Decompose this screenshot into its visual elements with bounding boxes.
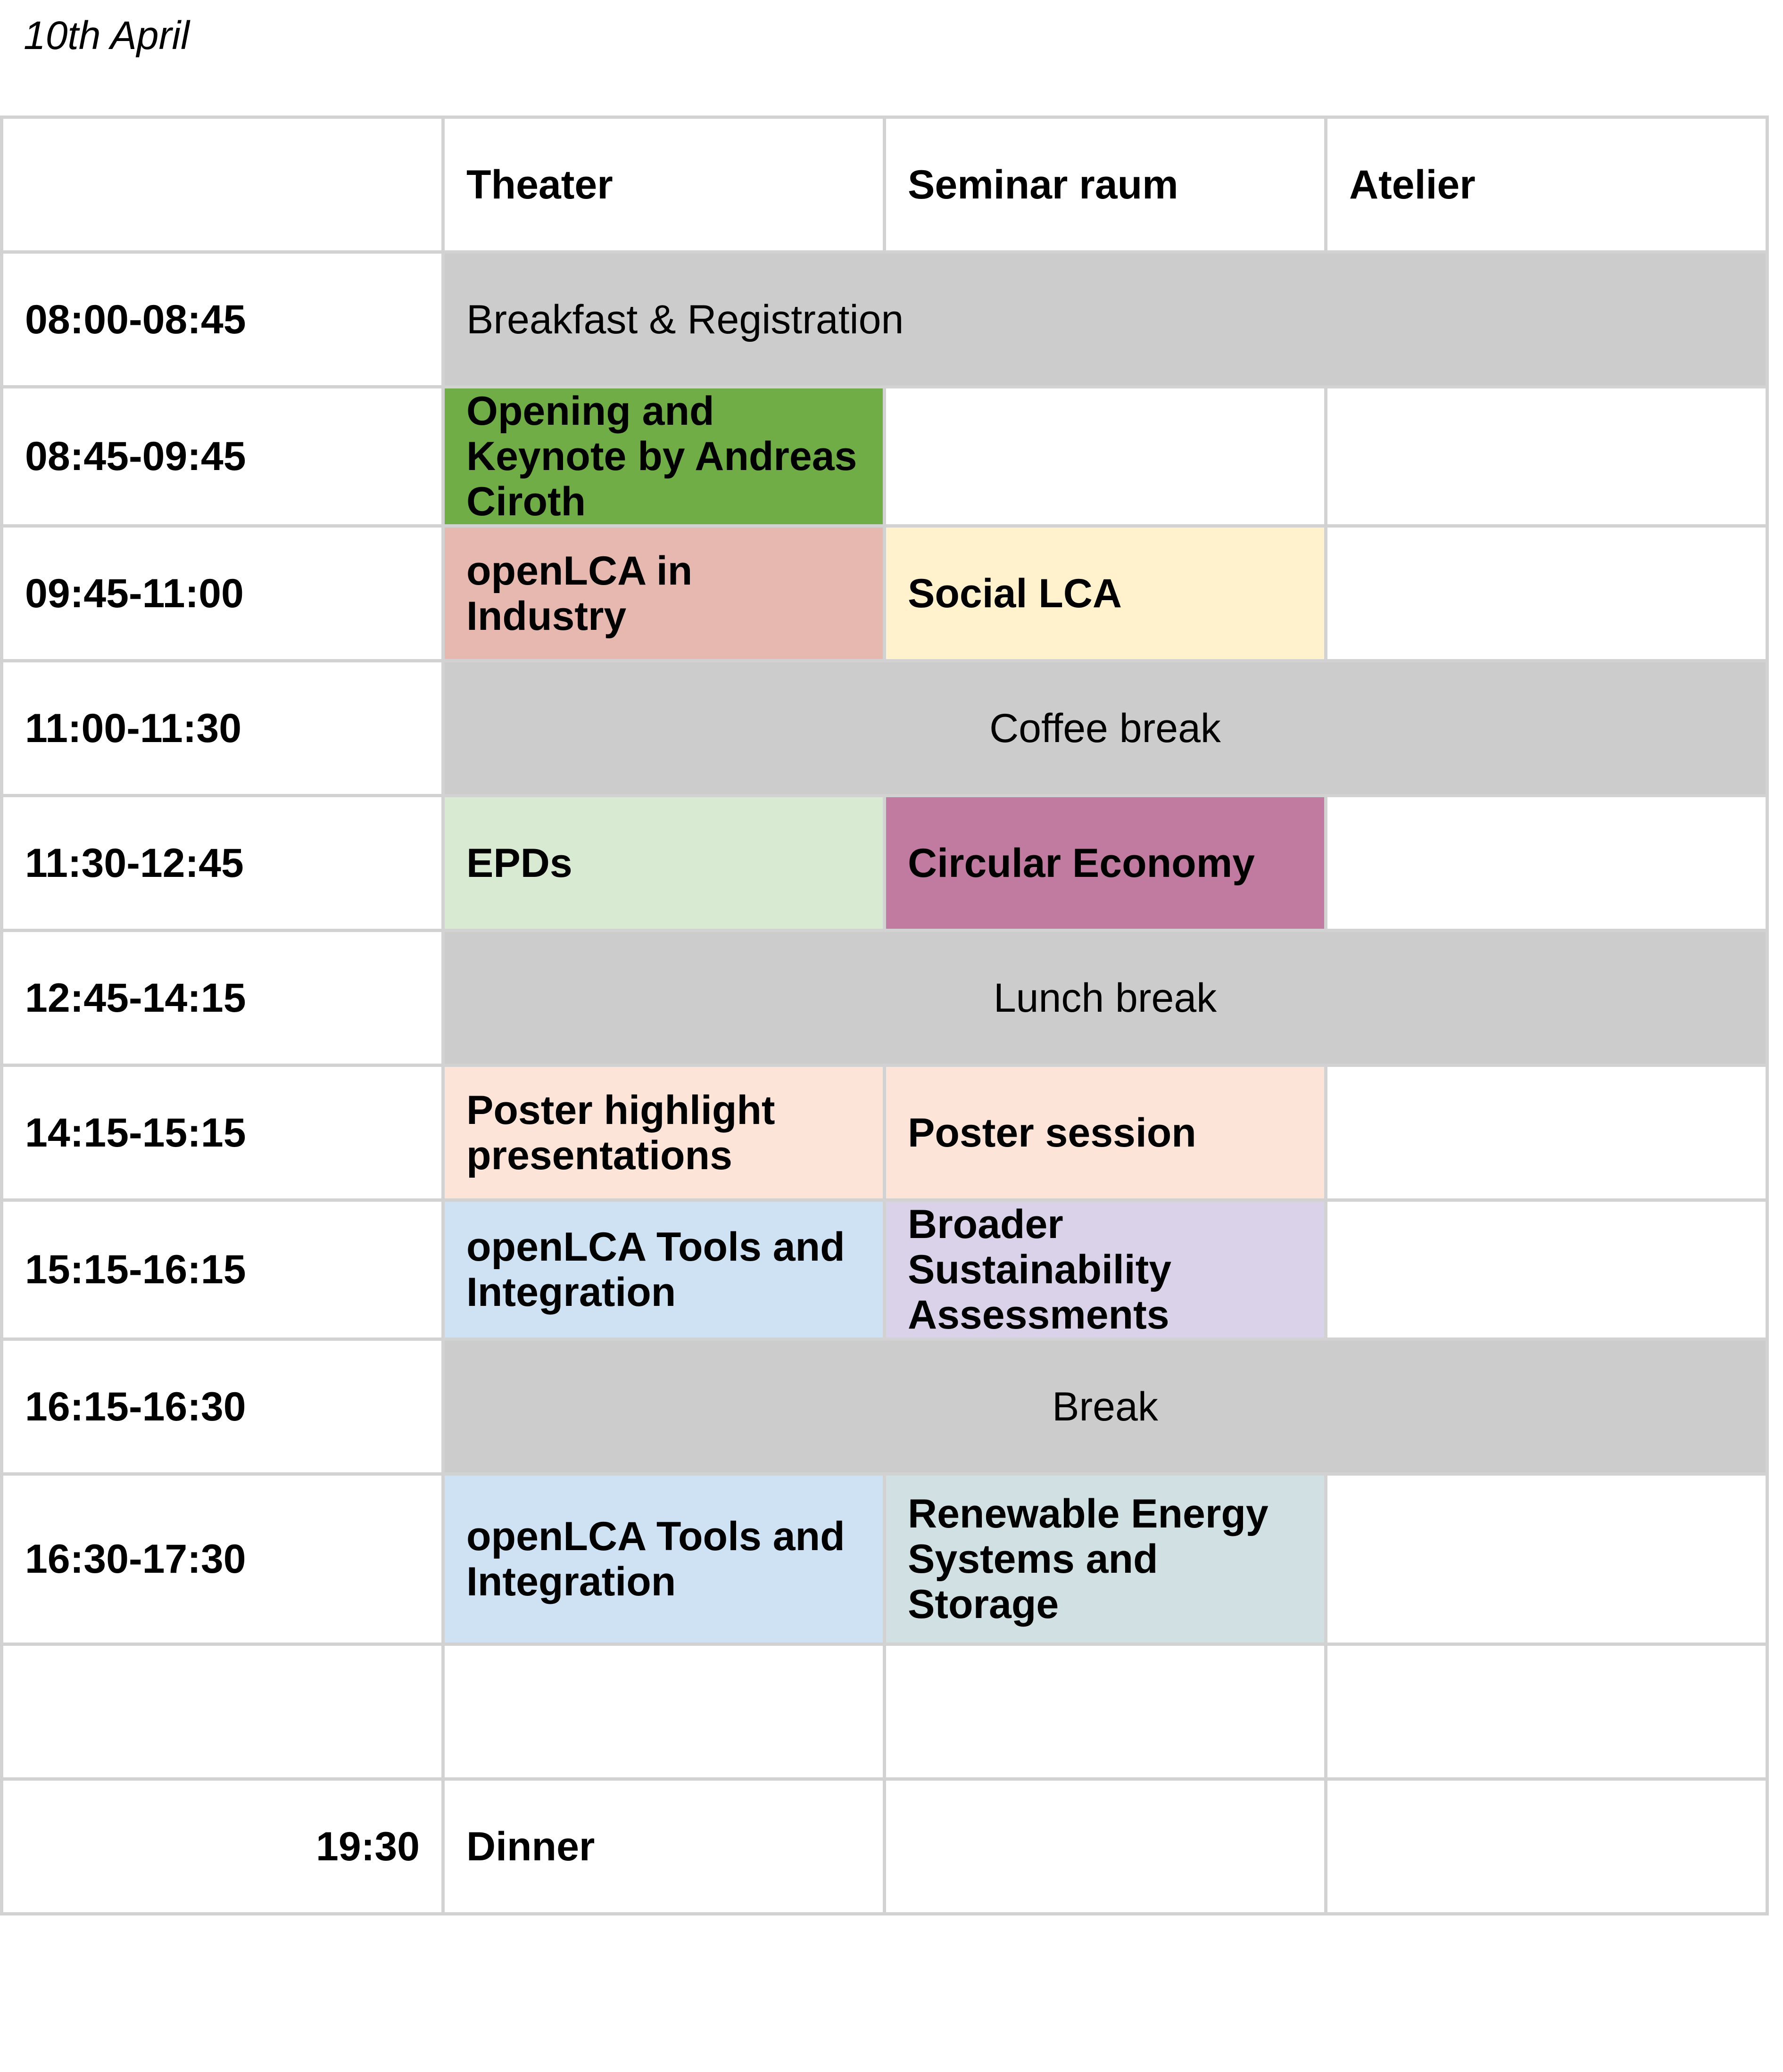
header-row: Theater Seminar raum Atelier <box>0 116 1769 254</box>
session-cell-poster-session: Poster session <box>883 1064 1327 1202</box>
time-cell: 14:15-15:15 <box>0 1064 445 1202</box>
schedule-row: 14:15-15:15 Poster highlight presentatio… <box>0 1064 1769 1202</box>
time-cell: 16:30-17:30 <box>0 1472 445 1646</box>
schedule-row <box>0 1643 1769 1781</box>
schedule-table: Theater Seminar raum Atelier 08:00-08:45… <box>0 116 1769 1915</box>
empty-cell <box>441 1643 886 1781</box>
time-cell: 19:30 <box>0 1777 445 1915</box>
empty-cell <box>883 1777 1327 1915</box>
session-cell-social-lca: Social LCA <box>883 524 1327 662</box>
schedule-row: 12:45-14:15 Lunch break <box>0 929 1769 1067</box>
time-cell: 11:00-11:30 <box>0 659 445 797</box>
page-date: 10th April <box>24 13 190 58</box>
empty-cell <box>883 1643 1327 1781</box>
session-cell-circular-economy: Circular Economy <box>883 794 1327 932</box>
empty-cell <box>1324 1198 1769 1341</box>
time-cell: 08:00-08:45 <box>0 250 445 388</box>
schedule-row: 08:00-08:45 Breakfast & Registration <box>0 250 1769 388</box>
room-header-theater: Theater <box>441 116 886 254</box>
schedule-row: 09:45-11:00 openLCA in Industry Social L… <box>0 524 1769 662</box>
empty-cell <box>1324 794 1769 932</box>
schedule-row: 11:30-12:45 EPDs Circular Economy <box>0 794 1769 932</box>
session-cell-openlca-tools: openLCA Tools and Integration <box>441 1472 886 1646</box>
schedule-row: 11:00-11:30 Coffee break <box>0 659 1769 797</box>
time-cell <box>0 1643 445 1781</box>
empty-cell <box>1324 524 1769 662</box>
empty-cell <box>1324 1643 1769 1781</box>
room-header-atelier: Atelier <box>1324 116 1769 254</box>
break-cell-lunch: Lunch break <box>441 929 1769 1067</box>
time-cell: 15:15-16:15 <box>0 1198 445 1341</box>
schedule-row: 16:15-16:30 Break <box>0 1337 1769 1476</box>
time-cell: 16:15-16:30 <box>0 1337 445 1476</box>
empty-cell <box>1324 1472 1769 1646</box>
break-cell-breakfast: Breakfast & Registration <box>441 250 1769 388</box>
session-cell-openlca-tools: openLCA Tools and Integration <box>441 1198 886 1341</box>
time-cell: 11:30-12:45 <box>0 794 445 932</box>
session-cell-opening-keynote: Opening and Keynote by Andreas Ciroth <box>441 385 886 528</box>
session-cell-broader-sustainability: Broader Sustainability Assessments <box>883 1198 1327 1341</box>
session-cell-renewable-energy: Renewable Energy Systems and Storage <box>883 1472 1327 1646</box>
session-cell-dinner: Dinner <box>441 1777 886 1915</box>
schedule-row: 19:30 Dinner <box>0 1777 1769 1915</box>
empty-cell <box>1324 385 1769 528</box>
time-cell: 09:45-11:00 <box>0 524 445 662</box>
empty-cell <box>1324 1777 1769 1915</box>
session-cell-epds: EPDs <box>441 794 886 932</box>
schedule-row: 08:45-09:45 Opening and Keynote by Andre… <box>0 385 1769 528</box>
break-cell-break: Break <box>441 1337 1769 1476</box>
header-corner-cell <box>0 116 445 254</box>
session-cell-poster-highlights: Poster highlight presentations <box>441 1064 886 1202</box>
empty-cell <box>1324 1064 1769 1202</box>
session-cell-openlca-in-industry: openLCA in Industry <box>441 524 886 662</box>
time-cell: 08:45-09:45 <box>0 385 445 528</box>
room-header-seminar-raum: Seminar raum <box>883 116 1327 254</box>
schedule-row: 15:15-16:15 openLCA Tools and Integratio… <box>0 1198 1769 1341</box>
schedule-row: 16:30-17:30 openLCA Tools and Integratio… <box>0 1472 1769 1646</box>
time-cell: 12:45-14:15 <box>0 929 445 1067</box>
empty-cell <box>883 385 1327 528</box>
break-cell-coffee: Coffee break <box>441 659 1769 797</box>
